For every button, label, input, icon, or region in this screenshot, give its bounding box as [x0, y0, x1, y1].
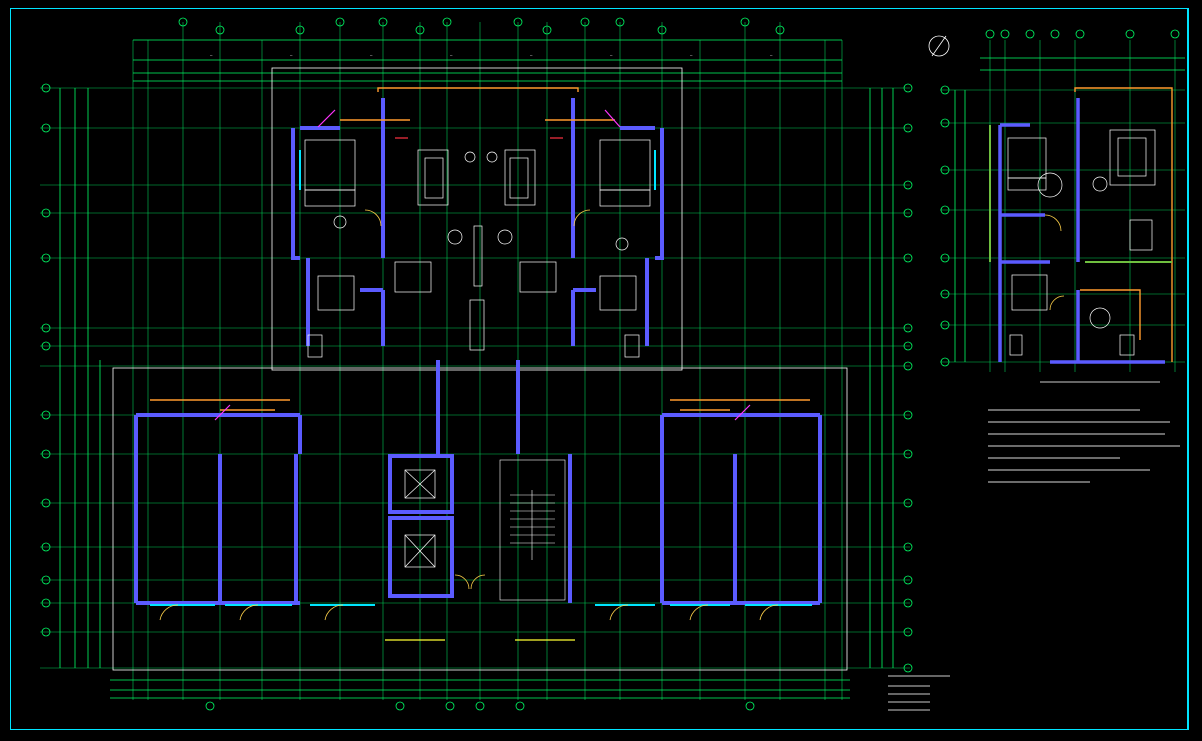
- dimension-texts: — — — — — — — —: [210, 53, 773, 58]
- stair-icon: [499, 459, 566, 601]
- axis-bubbles-top: [178, 17, 785, 35]
- axis-bubbles-right: [903, 83, 913, 673]
- svg-text:—: —: [450, 53, 453, 58]
- svg-text:—: —: [370, 53, 373, 58]
- dimension-lines-bottom: [110, 679, 850, 699]
- svg-text:—: —: [290, 53, 293, 58]
- drawing-frame: [10, 8, 1188, 730]
- svg-text:—: —: [210, 53, 213, 58]
- svg-text:—: —: [530, 53, 533, 58]
- elevator-icon: [404, 469, 436, 568]
- axis-bubbles-bottom: [205, 701, 755, 711]
- north-arrow-icon: [928, 35, 950, 57]
- axis-bubbles-left: [41, 83, 51, 637]
- main-plan: — — — — — — — —: [40, 17, 913, 711]
- svg-text:—: —: [610, 53, 613, 58]
- bed-icon: [304, 139, 651, 311]
- sofa-icon: [417, 149, 536, 206]
- table-icon: [394, 225, 557, 351]
- walls: [134, 98, 822, 605]
- dimension-lines-left: [59, 88, 101, 668]
- accent-marks: [214, 109, 751, 641]
- grid-lines-horizontal: [40, 87, 910, 669]
- door-swing-icon: [159, 209, 779, 621]
- svg-text:—: —: [770, 53, 773, 58]
- dimension-lines-right: [869, 88, 894, 668]
- balcony-railings: [150, 87, 810, 411]
- section-markers: [447, 229, 513, 245]
- drawing-frame-edge: [1188, 8, 1193, 730]
- dimension-lines-top: [133, 39, 842, 82]
- windows: [150, 150, 812, 606]
- elevator-shafts: [388, 454, 454, 598]
- detail-plan: [928, 29, 1185, 372]
- building-outline: [112, 67, 848, 671]
- svg-text:—: —: [690, 53, 693, 58]
- toilet-icon: [307, 215, 640, 358]
